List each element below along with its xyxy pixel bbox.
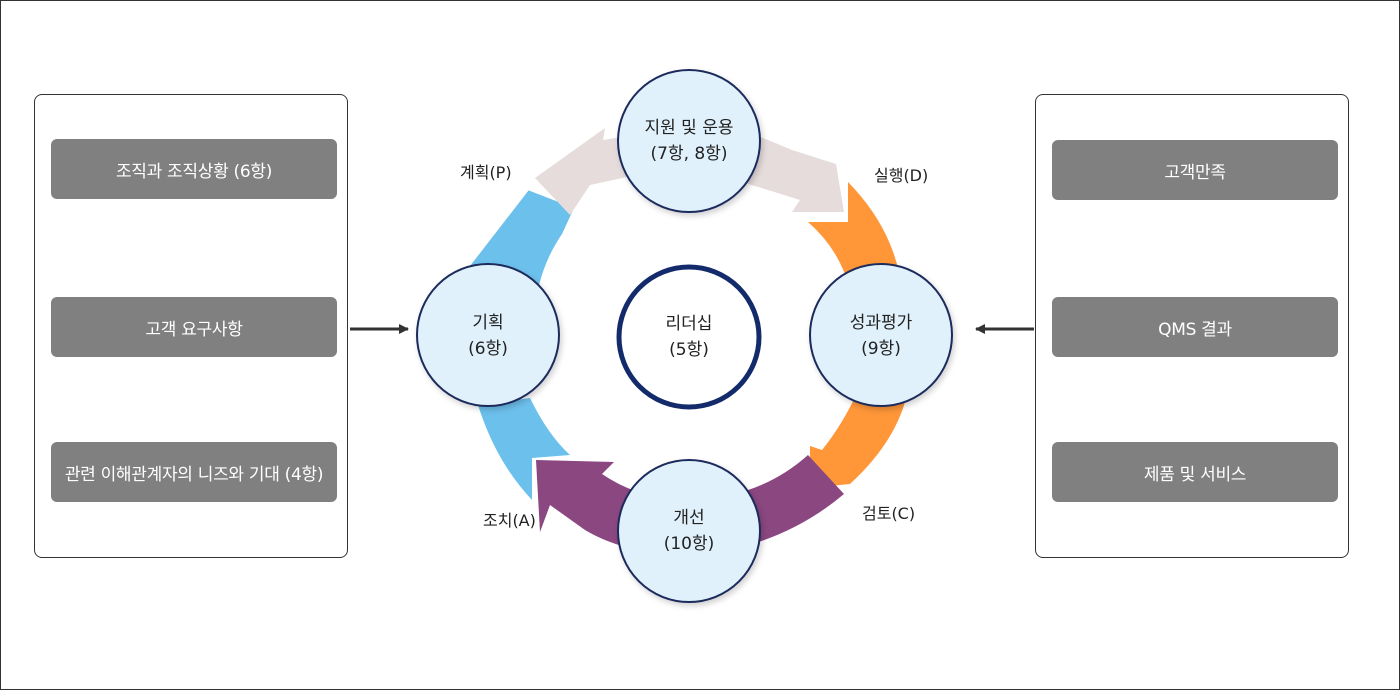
node-performance-evaluation [809,263,953,407]
node-support-operation [617,69,761,213]
left-pill-context: 조직과 조직상황 (6항) [51,139,337,199]
act-left-arrow [478,398,570,500]
check-arrow [810,390,908,488]
node-leadership [616,264,762,410]
node-performance-evaluation-text: 성과평가 (9항) [821,310,941,362]
node-improvement-title: 개선 [673,508,705,528]
node-planning [416,263,560,407]
node-support-operation-title: 지원 및 운용 [644,118,734,138]
node-performance-evaluation-title: 성과평가 [849,313,913,333]
label-plan: 계획(P) [460,163,512,182]
node-improvement-text: 개선 (10항) [629,505,749,557]
label-do: 실행(D) [874,166,929,185]
label-act: 조치(A) [483,511,536,530]
node-leadership-title: 리더십 [665,314,713,334]
left-pill-stakeholder-needs: 관련 이해관계자의 니즈와 기대 (4항) [51,442,337,502]
node-performance-evaluation-clause: (9항) [861,339,901,359]
node-planning-title: 기획 [472,313,504,333]
do-right-arrow [808,182,902,290]
node-improvement [617,459,761,603]
right-pill-customer-satisfaction: 고객만족 [1052,140,1338,200]
node-leadership-clause: (5항) [669,340,709,360]
node-leadership-text: 리더십 (5항) [629,311,749,363]
right-pill-qms-results: QMS 결과 [1052,297,1338,357]
left-pill-customer-requirements: 고객 요구사항 [51,297,337,357]
node-planning-text: 기획 (6항) [428,310,548,362]
node-improvement-clause: (10항) [663,534,715,554]
node-support-operation-text: 지원 및 운용 (7항, 8항) [629,115,749,167]
label-check: 검토(C) [862,504,916,523]
right-pill-products-services: 제품 및 서비스 [1052,442,1338,502]
node-planning-clause: (6항) [468,339,508,359]
node-support-operation-clause: (7항, 8항) [650,144,728,164]
